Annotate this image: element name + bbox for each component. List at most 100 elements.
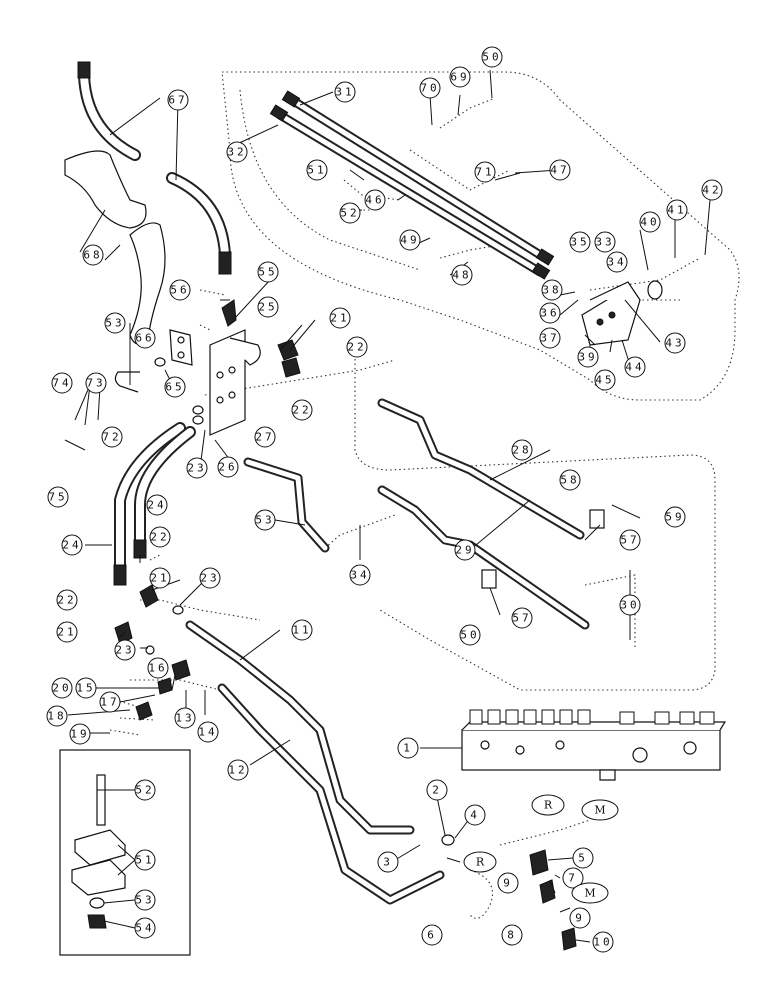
svg-text:2: 2 xyxy=(432,784,442,797)
svg-text:22: 22 xyxy=(292,404,311,417)
callout-50b: 50 xyxy=(459,624,481,646)
dotted-outline-lower xyxy=(354,350,716,691)
svg-text:29: 29 xyxy=(455,544,474,557)
pump-39 xyxy=(581,280,663,346)
svg-text:12: 12 xyxy=(228,764,247,777)
svg-text:7: 7 xyxy=(568,872,578,885)
tube-12 xyxy=(217,683,445,905)
svg-text:46: 46 xyxy=(365,194,384,207)
svg-text:51: 51 xyxy=(135,854,154,867)
svg-text:26: 26 xyxy=(218,461,237,474)
callout-12: 12 xyxy=(227,759,249,781)
svg-text:40: 40 xyxy=(640,216,659,229)
svg-text:52: 52 xyxy=(340,207,359,220)
svg-text:45: 45 xyxy=(595,374,614,387)
callout-34b: 34 xyxy=(349,564,371,586)
port-label-r2: R xyxy=(463,851,497,873)
svg-text:30: 30 xyxy=(620,599,639,612)
callout-4: 4 xyxy=(464,804,486,826)
svg-text:72: 72 xyxy=(102,431,121,444)
svg-text:5: 5 xyxy=(578,852,588,865)
callout-21c: 21 xyxy=(56,621,78,643)
tube-53 xyxy=(243,457,330,553)
inset-box xyxy=(59,749,191,956)
u-bolt-53 xyxy=(114,371,140,393)
svg-text:9: 9 xyxy=(503,877,513,890)
callout-3: 3 xyxy=(377,851,399,873)
callout-31: 31 xyxy=(334,81,356,103)
callout-7: 7 xyxy=(562,867,584,889)
svg-text:3: 3 xyxy=(383,856,393,869)
svg-text:50: 50 xyxy=(460,629,479,642)
callout-74: 74 xyxy=(51,372,73,394)
svg-text:22: 22 xyxy=(57,594,76,607)
callout-25: 25 xyxy=(257,296,279,318)
callout-49: 49 xyxy=(399,229,421,251)
callout-43: 43 xyxy=(664,332,686,354)
callout-70: 70 xyxy=(419,77,441,99)
callout-11: 11 xyxy=(291,619,313,641)
svg-text:33: 33 xyxy=(595,236,614,249)
svg-text:14: 14 xyxy=(198,726,217,739)
svg-text:27: 27 xyxy=(255,431,274,444)
svg-text:41: 41 xyxy=(667,204,686,217)
svg-text:34: 34 xyxy=(350,569,369,582)
callout-9b: 9 xyxy=(569,907,591,929)
svg-text:23: 23 xyxy=(187,462,206,475)
callout-36: 36 xyxy=(539,302,561,324)
svg-text:44: 44 xyxy=(625,361,644,374)
svg-text:50: 50 xyxy=(482,51,501,64)
callout-10: 10 xyxy=(592,931,614,953)
callout-38: 38 xyxy=(541,279,563,301)
callout-26: 26 xyxy=(217,456,239,478)
callout-28: 28 xyxy=(511,439,533,461)
callout-35: 35 xyxy=(569,231,591,253)
callout-27: 27 xyxy=(254,426,276,448)
svg-text:M: M xyxy=(594,804,605,817)
manifold-block-25 xyxy=(209,329,261,436)
svg-text:4: 4 xyxy=(470,809,480,822)
svg-text:66: 66 xyxy=(135,332,154,345)
fittings xyxy=(114,299,605,951)
svg-text:10: 10 xyxy=(593,936,612,949)
svg-text:16: 16 xyxy=(148,662,167,675)
callout-75: 75 xyxy=(47,486,69,508)
svg-text:24: 24 xyxy=(62,539,81,552)
port-label-m2: M xyxy=(571,882,609,904)
svg-text:20: 20 xyxy=(52,682,71,695)
callout-39: 39 xyxy=(577,346,599,368)
callout-45: 45 xyxy=(594,369,616,391)
svg-text:71: 71 xyxy=(475,166,494,179)
svg-text:17: 17 xyxy=(100,696,119,709)
callout-67: 67 xyxy=(167,89,189,111)
callout-9a: 9 xyxy=(497,872,519,894)
callout-23a: 23 xyxy=(186,457,208,479)
svg-text:53: 53 xyxy=(135,894,154,907)
svg-text:22: 22 xyxy=(150,531,169,544)
callout-17: 17 xyxy=(99,691,121,713)
svg-text:53: 53 xyxy=(105,317,124,330)
callout-8: 8 xyxy=(501,924,523,946)
svg-text:23: 23 xyxy=(200,572,219,585)
callout-59: 59 xyxy=(664,506,686,528)
hose-24 xyxy=(113,422,196,586)
callout-5: 5 xyxy=(572,847,594,869)
callout-23b: 23 xyxy=(199,567,221,589)
callout-34a: 34 xyxy=(606,251,628,273)
port-label-m1: M xyxy=(581,799,619,821)
callout-55: 55 xyxy=(257,261,279,283)
callout-65: 65 xyxy=(164,376,186,398)
svg-text:23: 23 xyxy=(115,644,134,657)
hose-31-32 xyxy=(269,90,555,280)
svg-text:73: 73 xyxy=(86,377,105,390)
inset-callout-51: 51 xyxy=(134,849,156,871)
callout-2: 2 xyxy=(426,779,448,801)
svg-text:19: 19 xyxy=(70,728,89,741)
callouts: 67 68 31 32 70 69 50 51 46 52 71 47 49 4… xyxy=(46,46,723,953)
callout-13: 13 xyxy=(174,707,196,729)
svg-text:51: 51 xyxy=(307,164,326,177)
callout-30: 30 xyxy=(619,594,641,616)
callout-41: 41 xyxy=(666,199,688,221)
plate-66 xyxy=(169,329,193,366)
svg-text:8: 8 xyxy=(507,929,517,942)
